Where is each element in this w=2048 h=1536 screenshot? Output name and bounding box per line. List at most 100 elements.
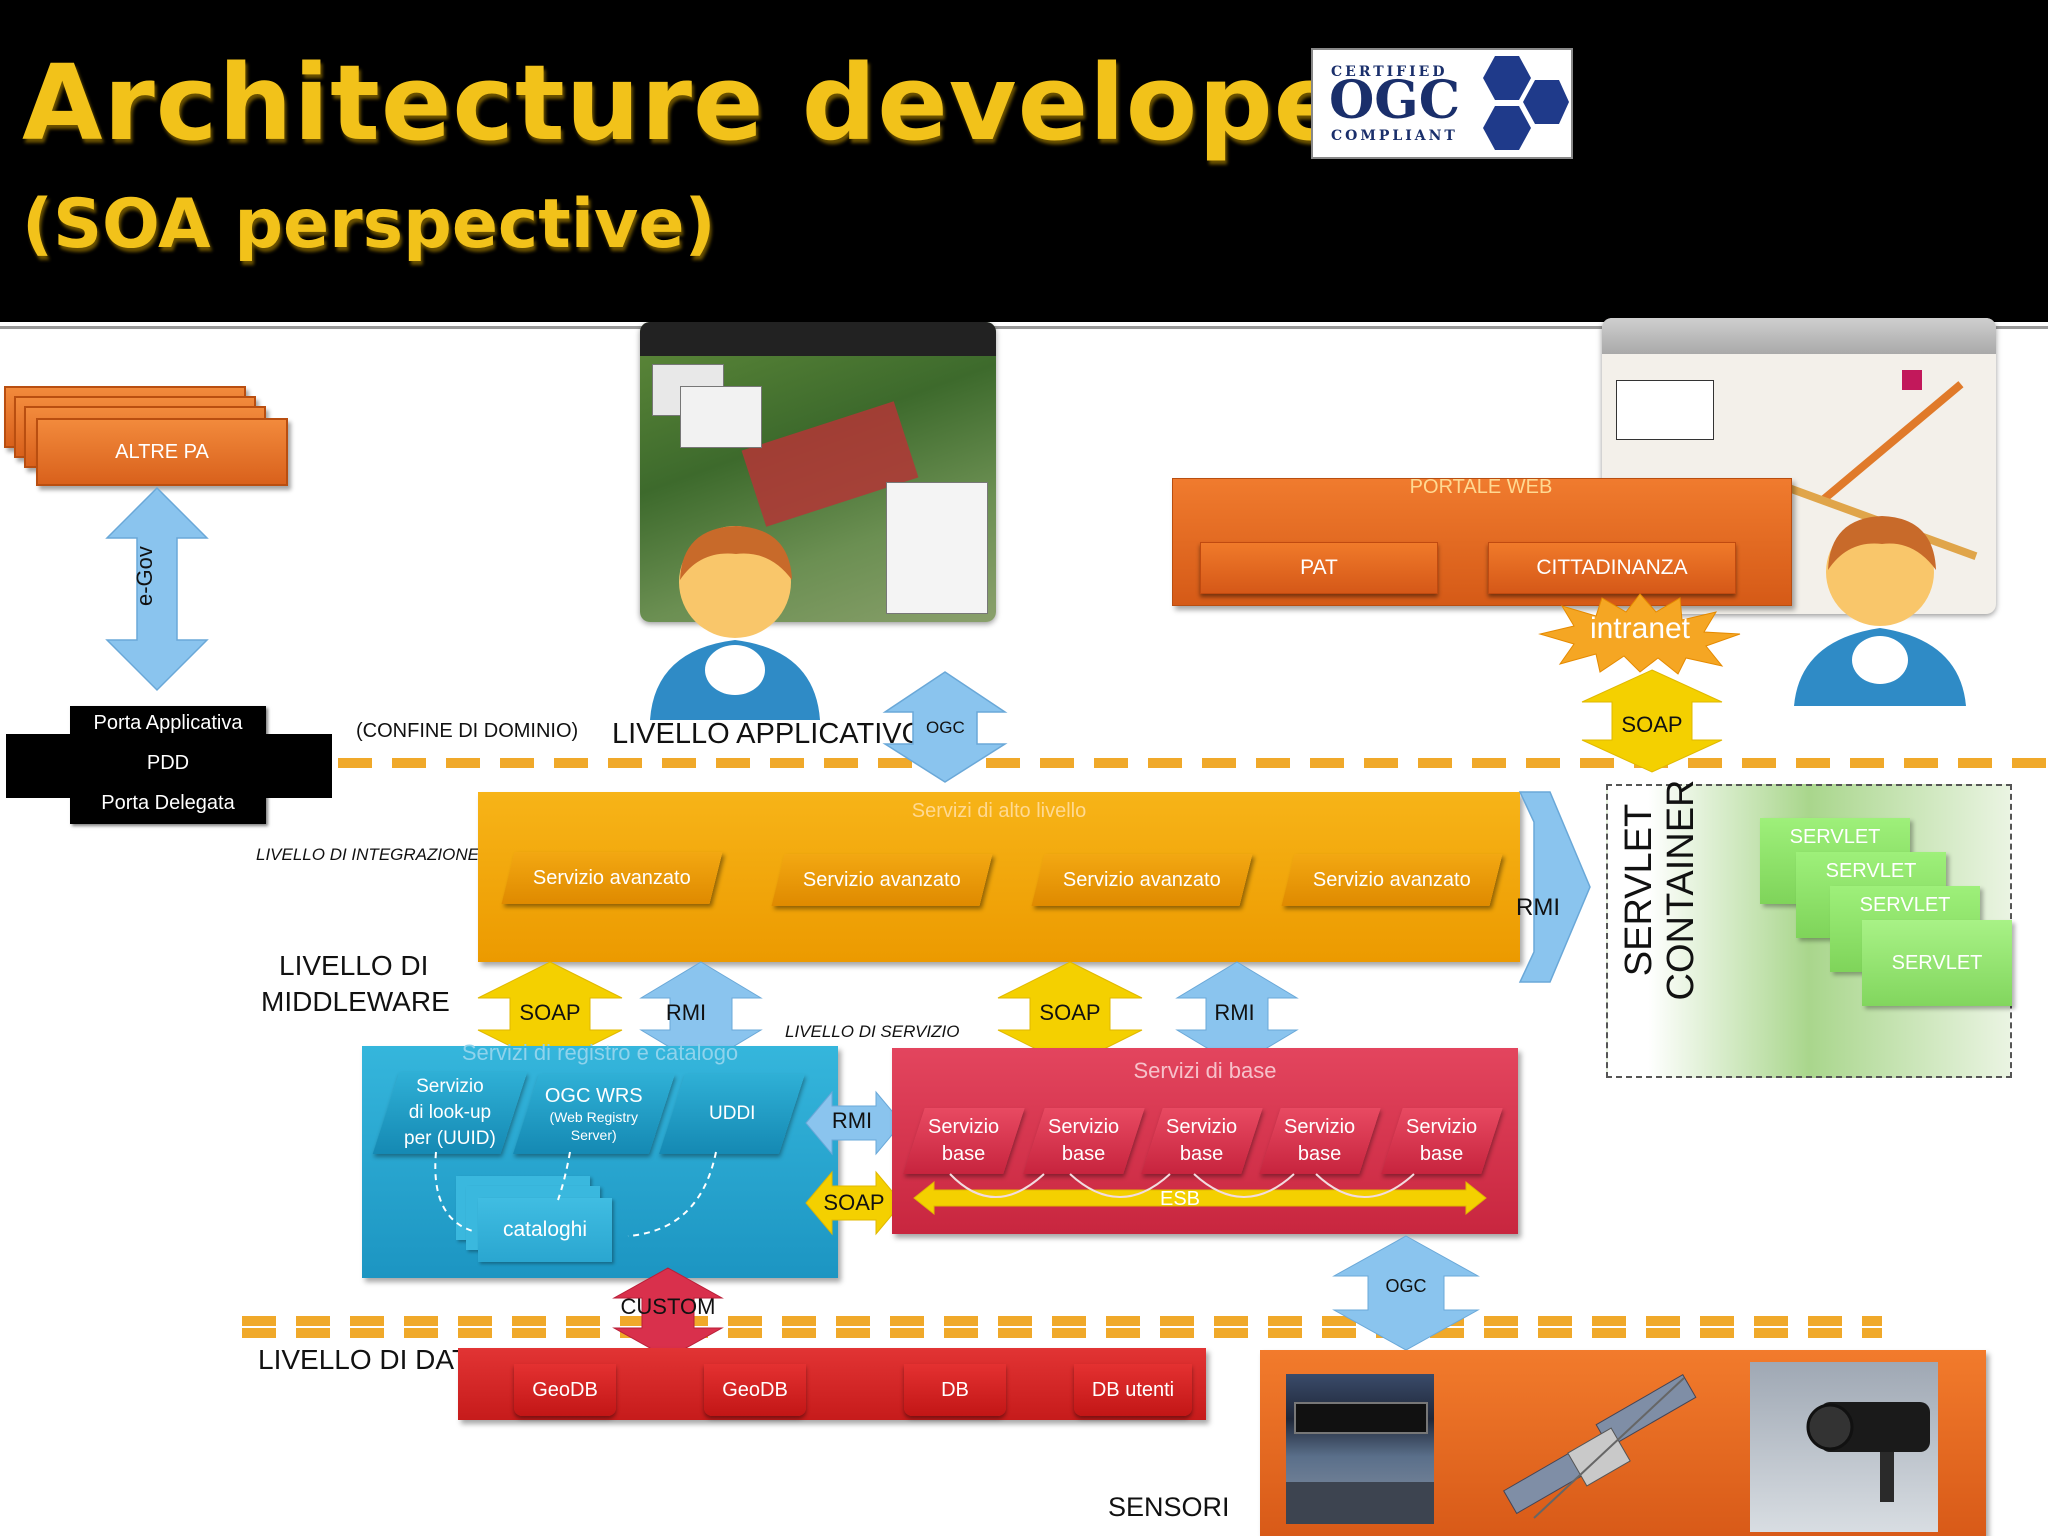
rmi-protocol-label-mid: RMI: [831, 1108, 873, 1133]
ogc-logo-bottom-text: COMPLIANT: [1331, 128, 1458, 144]
servizi-registro-catalogo-title: Servizi di registro e catalogo: [461, 1040, 739, 1065]
traffic-camera-photo: [1286, 1374, 1434, 1524]
servizio-base-line-1: Servizio: [1406, 1116, 1478, 1138]
pat-label: PAT: [1300, 556, 1338, 579]
pdd-box: [70, 706, 266, 824]
data-boundary-line-2: [242, 1328, 1882, 1338]
db-label: GeoDB: [722, 1378, 788, 1401]
egov-label: e-Gov: [132, 546, 157, 606]
geodb-1: GeoDB: [514, 1364, 616, 1416]
servizi-base-title: Servizi di base: [1133, 1058, 1277, 1083]
servizio-avanzato-2: Servizio avanzato: [771, 854, 993, 906]
servlet-card-label: SERVLET: [1789, 826, 1881, 848]
servizio-base-line-2: base: [942, 1143, 986, 1165]
cittadinanza-label: CITTADINANZA: [1536, 556, 1688, 579]
db-label: GeoDB: [532, 1378, 598, 1401]
servlet-container-line-1: SERVLET: [1618, 803, 1660, 977]
esb-bus-arrow: [913, 1173, 1487, 1216]
livello-middleware-label-1: LIVELLO DI: [279, 950, 429, 981]
servlet-container-line-2: CONTAINER: [1660, 779, 1702, 1001]
pat-button: PAT: [1200, 542, 1438, 594]
gis-toolbar: [640, 322, 996, 356]
servizio-avanzato-label: Servizio avanzato: [803, 868, 961, 891]
intranet-label: intranet: [1589, 612, 1691, 645]
cctv-camera-photo: [1750, 1362, 1938, 1532]
porta-delegata-label: Porta Delegata: [101, 792, 235, 814]
ogc-protocol-label-top: OGC: [926, 718, 965, 737]
esb-label: ESB: [1159, 1188, 1201, 1210]
map-marker: [1902, 370, 1922, 390]
intranet-starburst-icon: [1538, 593, 1741, 675]
user-avatar-icon: [650, 526, 820, 720]
altre-pa-box: ALTRE PA: [36, 418, 288, 486]
soap-protocol-label-2: SOAP: [1039, 1000, 1101, 1025]
gis-window-2: [680, 386, 762, 448]
servizio-base-line-1: Servizio: [1284, 1116, 1356, 1138]
data-boundary-line: [242, 1316, 1882, 1326]
db-label: DB utenti: [1091, 1378, 1175, 1401]
servizi-alto-livello-title: Servizi di alto livello: [911, 800, 1087, 822]
egov-double-arrow: [105, 486, 209, 692]
livello-integrazione-label: LIVELLO DI INTEGRAZIONE: [256, 845, 479, 864]
hexagon-icon: [1483, 56, 1569, 150]
lookup-line-1: Servizio: [416, 1076, 484, 1097]
altre-pa-label: ALTRE PA: [115, 440, 209, 463]
satellite-icon: [1503, 1374, 1697, 1519]
lookup-line-2: di look-up: [408, 1102, 492, 1123]
ogc-protocol-label-bottom: OGC: [1385, 1276, 1427, 1296]
db-1: DB: [904, 1364, 1006, 1416]
lookup-line-3: per (UUID): [404, 1128, 496, 1149]
rmi-protocol-label-2: RMI: [1214, 1000, 1255, 1025]
servizio-avanzato-label: Servizio avanzato: [533, 866, 691, 889]
db-label: DB: [941, 1378, 969, 1401]
servlet-card-label: SERVLET: [1891, 951, 1983, 974]
soap-protocol-label-mid: SOAP: [823, 1190, 885, 1215]
rmi-arrow-right: [1518, 791, 1591, 983]
servizio-base-line-1: Servizio: [928, 1116, 1000, 1138]
slide-title: Architecture developed: [22, 42, 1421, 164]
confine-di-dominio-label: (CONFINE DI DOMINIO): [356, 720, 579, 742]
portale-web-title: PORTALE WEB: [1409, 476, 1553, 498]
cataloghi-label: cataloghi: [502, 1218, 588, 1241]
servizio-avanzato-1: Servizio avanzato: [501, 852, 723, 904]
soap-double-arrow-top: [1581, 669, 1723, 773]
livello-servizio-label: LIVELLO DI SERVIZIO: [785, 1022, 960, 1041]
porta-applicativa-label: Porta Applicativa: [93, 712, 243, 734]
servizio-lookup-box: Servizio di look-up per (UUID): [372, 1072, 528, 1154]
servizio-avanzato-label: Servizio avanzato: [1313, 868, 1471, 891]
servizio-base-line-2: base: [1180, 1143, 1224, 1165]
servizio-base-line-2: base: [1062, 1143, 1106, 1165]
wrs-sub-2: Server): [571, 1126, 617, 1143]
ogc-double-arrow-top: [882, 671, 1008, 783]
gis-panel: [886, 482, 988, 614]
livello-applicativo-label: LIVELLO APPLICATIVO: [612, 718, 925, 750]
cctv-camera-icon: [1806, 1402, 1930, 1502]
traffic-road: [1286, 1482, 1434, 1524]
pdd-label: PDD: [146, 752, 190, 774]
servizio-base-line-2: base: [1298, 1143, 1342, 1165]
db-utenti: DB utenti: [1074, 1364, 1192, 1416]
servlet-card-label: SERVLET: [1825, 860, 1917, 882]
rmi-protocol-label-1: RMI: [665, 1000, 707, 1025]
cittadinanza-button: CITTADINANZA: [1488, 542, 1736, 594]
sensori-label: SENSORI: [1108, 1492, 1230, 1522]
servlet-container-label: SERVLET CONTAINER: [1618, 765, 1702, 1015]
livello-dato-label: LIVELLO DI DATO: [258, 1344, 491, 1375]
slide-subtitle: (SOA perspective): [22, 185, 716, 264]
ogc-logo-main-text: OGC: [1329, 70, 1461, 131]
livello-middleware-label-2: MIDDLEWARE: [261, 986, 450, 1017]
geodb-2: GeoDB: [704, 1364, 806, 1416]
uddi-label: UDDI: [708, 1103, 756, 1124]
domain-boundary-line: [338, 758, 2048, 768]
browser-toolbar: [1602, 318, 1996, 354]
soap-protocol-label-top: SOAP: [1621, 712, 1683, 737]
servizio-avanzato-4: Servizio avanzato: [1281, 854, 1503, 906]
ogc-logo-top-text: CERTIFIED: [1331, 64, 1448, 80]
soap-protocol-label-1: SOAP: [519, 1000, 581, 1025]
servizio-avanzato-label: Servizio avanzato: [1063, 868, 1221, 891]
header-rule: [0, 326, 2048, 329]
servizio-base-line-1: Servizio: [1048, 1116, 1120, 1138]
map-road-1: [1820, 381, 1964, 503]
ogc-wrs-label: OGC WRS: [545, 1084, 643, 1107]
servizio-base-line-2: base: [1420, 1143, 1464, 1165]
